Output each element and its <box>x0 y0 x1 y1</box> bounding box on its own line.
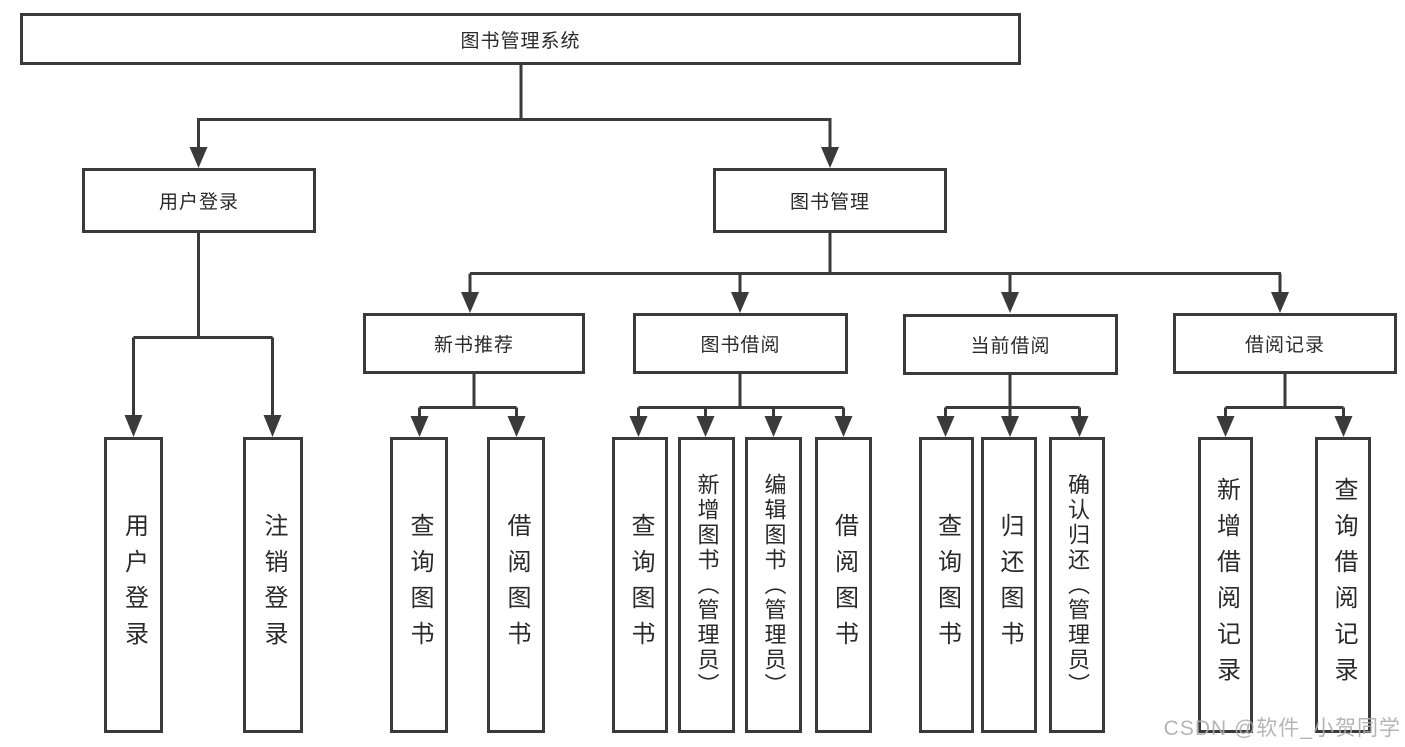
edge-new-book-recommend-to-leaves <box>418 374 518 419</box>
leaf-cb-confirm-return-admin: 确认归还（管理员） <box>1049 437 1105 733</box>
edge-current-borrow-to-leaves <box>944 375 1081 419</box>
arrow-down-icon <box>731 292 749 313</box>
arrow-down-icon <box>1216 416 1235 437</box>
arrow-down-icon <box>1334 416 1353 437</box>
leaf-br-query-borrow-record: 查询借阅记录 <box>1315 437 1371 733</box>
arrow-down-icon <box>696 416 715 437</box>
node-user-login: 用户登录 <box>82 168 316 233</box>
arrowheads <box>124 147 1353 437</box>
leaf-bb-add-books-admin: 新增图书（管理员） <box>678 437 735 733</box>
csdn-watermark: CSDN @软件_小贺同学 <box>1163 717 1401 740</box>
leaf-user-login: 用户登录 <box>104 437 163 733</box>
arrow-down-icon <box>764 416 783 437</box>
edge-lines <box>132 65 1345 419</box>
node-book-management: 图书管理 <box>713 168 947 233</box>
arrow-down-icon <box>507 416 526 437</box>
arrow-down-icon <box>461 292 479 313</box>
arrow-down-icon <box>263 415 282 437</box>
arrow-down-icon <box>410 416 429 437</box>
arrow-down-icon <box>1271 292 1289 313</box>
leaf-bb-borrow-books: 借阅图书 <box>815 437 872 733</box>
arrow-down-icon <box>1001 416 1019 437</box>
leaf-br-add-borrow-record: 新增借阅记录 <box>1198 437 1253 733</box>
arrow-down-icon <box>1070 416 1089 437</box>
edge-root-to-level1 <box>197 65 832 150</box>
arrow-down-icon <box>936 416 955 437</box>
leaf-cb-query-books: 查询图书 <box>919 437 974 733</box>
node-borrow-records: 借阅记录 <box>1173 313 1397 374</box>
arrow-down-icon <box>1001 292 1019 313</box>
edge-user-login-to-leaves <box>132 233 274 419</box>
node-root: 图书管理系统 <box>20 13 1021 65</box>
edge-book-borrow-to-leaves <box>637 374 845 419</box>
leaf-bb-query-books: 查询图书 <box>612 437 668 733</box>
leaf-bb-edit-books-admin: 编辑图书（管理员） <box>745 437 802 733</box>
edge-borrow-records-to-leaves <box>1224 374 1345 419</box>
arrow-down-icon <box>124 415 143 437</box>
arrow-down-icon <box>189 147 208 168</box>
arrow-down-icon <box>834 416 853 437</box>
leaf-nb-borrow-books: 借阅图书 <box>487 437 545 733</box>
node-new-book-recommend: 新书推荐 <box>363 313 585 374</box>
leaf-nb-query-books: 查询图书 <box>390 437 448 733</box>
arrow-down-icon <box>821 147 839 168</box>
leaf-cb-return-books: 归还图书 <box>981 437 1037 733</box>
leaf-logout-login: 注销登录 <box>243 437 303 733</box>
node-current-borrow: 当前借阅 <box>903 314 1118 375</box>
node-book-borrow: 图书借阅 <box>633 313 848 374</box>
edge-book-management-to-children <box>468 233 1282 295</box>
arrow-down-icon <box>629 416 648 437</box>
